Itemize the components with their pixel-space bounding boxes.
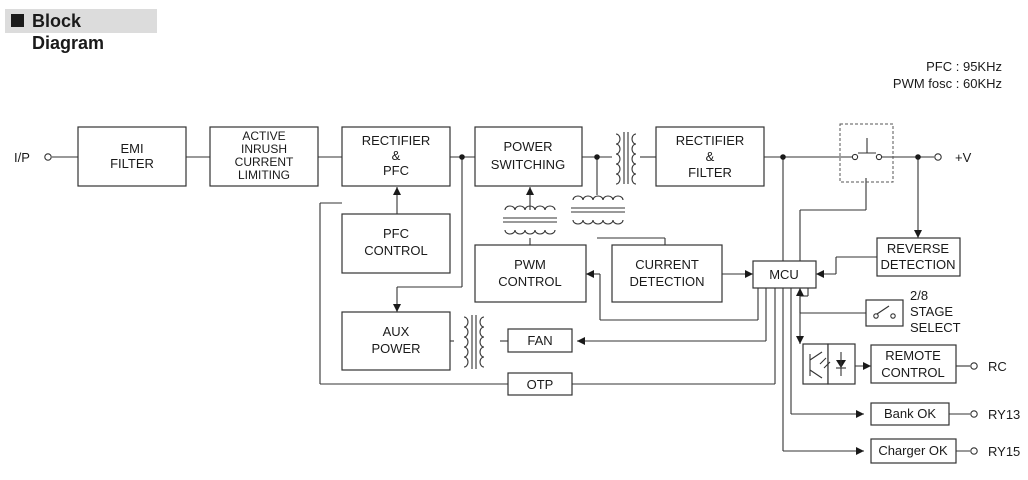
svg-text:POWER: POWER — [371, 341, 420, 356]
svg-text:MCU: MCU — [769, 267, 799, 282]
output-switch-icon — [839, 123, 894, 183]
header-square-icon — [11, 14, 24, 27]
reverse-detection-block: REVERSE DETECTION — [876, 237, 961, 277]
bank-ok-block: Bank OK — [870, 402, 950, 426]
ry15-label: RY15 — [988, 444, 1020, 459]
vout-label: +V — [955, 150, 972, 165]
pfc-frequency-note: PFC : 95KHz — [926, 59, 1002, 74]
svg-text:PFC: PFC — [383, 226, 409, 241]
mcu-block: MCU — [752, 260, 817, 289]
svg-text:RECTIFIER: RECTIFIER — [676, 133, 745, 148]
svg-text:SWITCHING: SWITCHING — [491, 157, 565, 172]
otp-block: OTP — [507, 372, 573, 396]
rc-label: RC — [988, 359, 1007, 374]
input-terminal — [44, 153, 52, 161]
svg-text:CONTROL: CONTROL — [881, 365, 945, 380]
svg-text:CONTROL: CONTROL — [364, 243, 428, 258]
svg-text:REVERSE: REVERSE — [887, 241, 949, 256]
stage-select-label-1: 2/8 — [910, 288, 928, 303]
svg-text:AUX: AUX — [383, 324, 410, 339]
svg-text:INRUSH: INRUSH — [241, 142, 287, 156]
rectifier-filter-block: RECTIFIER & FILTER — [655, 126, 765, 187]
terminals — [44, 153, 978, 455]
section-header: Block Diagram — [5, 9, 157, 53]
svg-text:&: & — [392, 148, 401, 163]
current-detection-block: CURRENT DETECTION — [611, 244, 723, 303]
active-inrush-block: ACTIVE INRUSH CURRENT LIMITING — [209, 126, 319, 187]
svg-text:REMOTE: REMOTE — [885, 348, 941, 363]
charger-ok-block: Charger OK — [870, 438, 957, 464]
junction-dots — [459, 154, 921, 160]
connection-lines — [52, 156, 970, 452]
svg-text:DETECTION: DETECTION — [629, 274, 704, 289]
rc-terminal — [970, 362, 978, 370]
vout-terminal — [934, 153, 942, 161]
fan-block: FAN — [507, 328, 573, 353]
pfc-control-block: PFC CONTROL — [341, 213, 451, 274]
svg-text:FAN: FAN — [527, 333, 552, 348]
stage-select-label-2: STAGE — [910, 304, 953, 319]
ry15-terminal — [970, 447, 978, 455]
svg-text:RECTIFIER: RECTIFIER — [362, 133, 431, 148]
svg-text:LIMITING: LIMITING — [238, 168, 290, 182]
svg-text:PWM: PWM — [514, 257, 546, 272]
pwm-control-block: PWM CONTROL — [474, 244, 587, 303]
gate-drive-transformer-icon — [503, 205, 557, 235]
pwm-frequency-note: PWM fosc : 60KHz — [893, 76, 1002, 91]
svg-text:DETECTION: DETECTION — [880, 257, 955, 272]
section-title: Block Diagram — [32, 11, 105, 53]
stage-select-switch-icon — [865, 299, 904, 327]
svg-text:EMI: EMI — [120, 141, 143, 156]
svg-text:OTP: OTP — [527, 377, 554, 392]
ry13-terminal — [970, 410, 978, 418]
remote-control-block: REMOTE CONTROL — [870, 344, 957, 384]
svg-text:ACTIVE: ACTIVE — [242, 129, 285, 143]
main-transformer-icon — [615, 132, 637, 185]
svg-text:CURRENT: CURRENT — [635, 257, 699, 272]
svg-text:POWER: POWER — [503, 139, 552, 154]
emi-filter-block: EMI FILTER — [77, 126, 187, 187]
svg-text:CURRENT: CURRENT — [235, 155, 294, 169]
input-label: I/P — [14, 150, 30, 165]
power-switching-block: POWER SWITCHING — [474, 126, 583, 187]
stage-select-label-3: SELECT — [910, 320, 961, 335]
ry13-label: RY13 — [988, 407, 1020, 422]
svg-text:FILTER: FILTER — [110, 156, 154, 171]
svg-text:CONTROL: CONTROL — [498, 274, 562, 289]
svg-text:PFC: PFC — [383, 163, 409, 178]
rectifier-pfc-block: RECTIFIER & PFC — [341, 126, 451, 187]
current-sense-transformer-icon — [571, 195, 625, 225]
svg-text:&: & — [706, 149, 715, 164]
aux-transformer-icon — [463, 315, 485, 369]
svg-text:Bank OK: Bank OK — [884, 406, 936, 421]
optocoupler-icon — [802, 343, 856, 385]
aux-power-block: AUX POWER — [341, 311, 451, 371]
svg-text:Charger OK: Charger OK — [878, 443, 948, 458]
svg-text:FILTER: FILTER — [688, 165, 732, 180]
arrowheads — [393, 187, 922, 455]
